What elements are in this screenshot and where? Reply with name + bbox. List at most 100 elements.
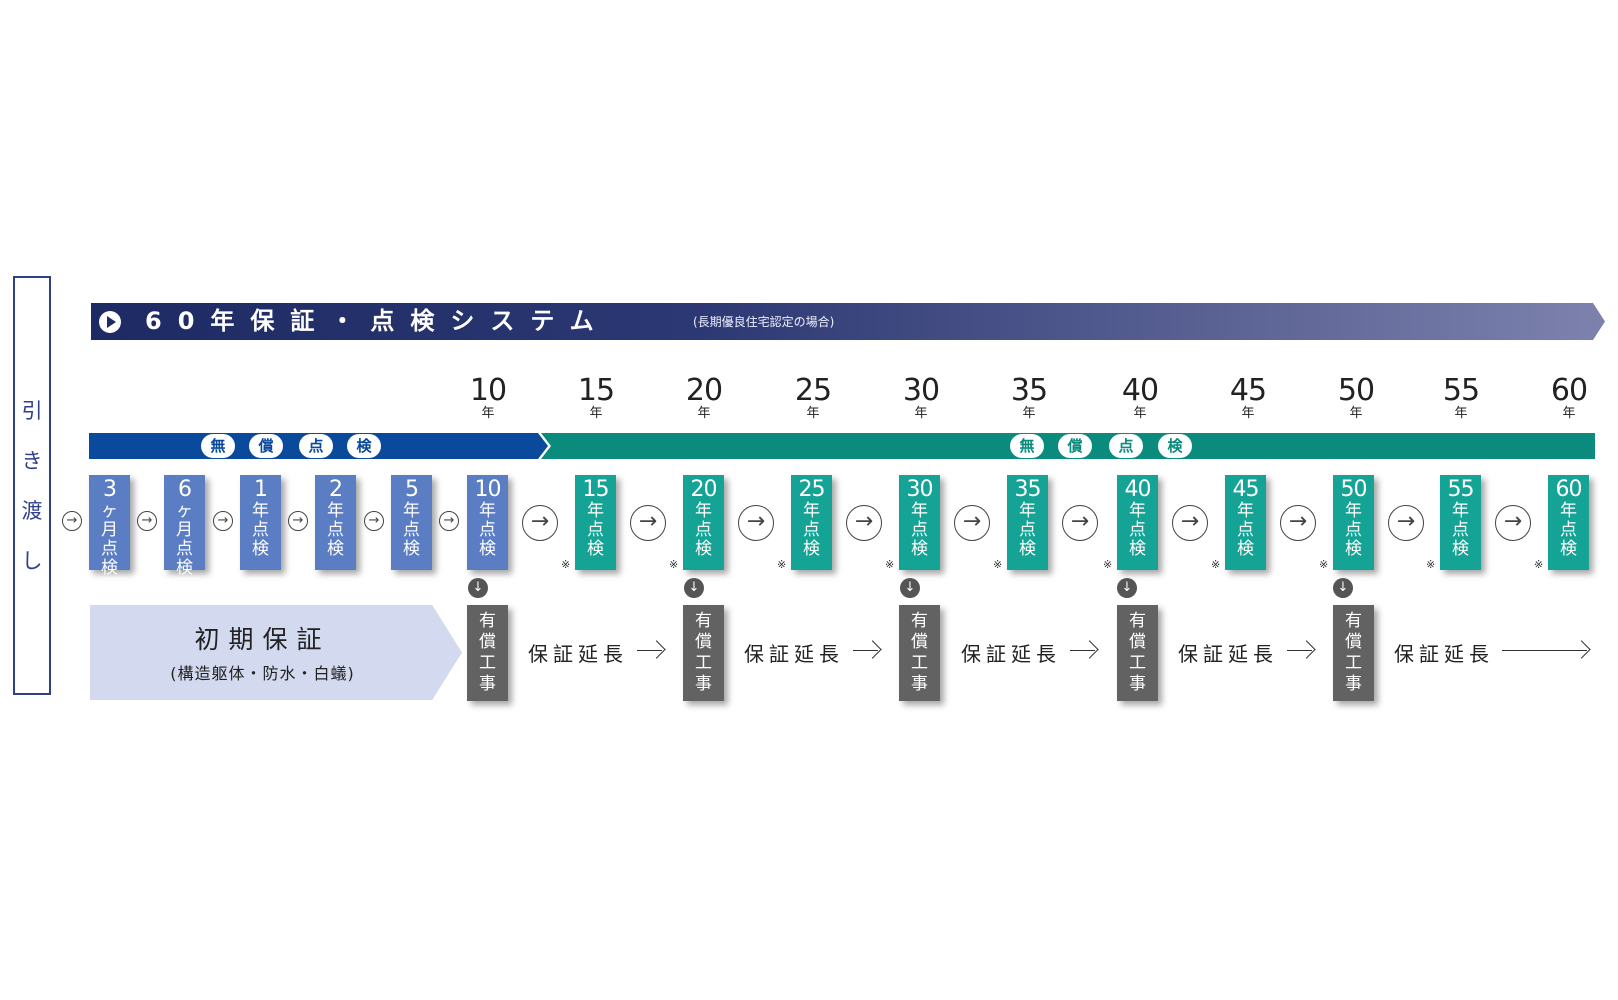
warranty-extension-label: 保証延長: [528, 642, 628, 666]
inspection-number: 20: [690, 477, 718, 502]
year-unit: 年: [1454, 406, 1468, 421]
inspection-char: 検: [587, 539, 604, 559]
paid-work-char: 有: [1129, 611, 1146, 631]
inspection-number: 15: [582, 477, 610, 502]
paid-work-box: 有償工事: [1333, 605, 1374, 701]
year-unit: 年: [806, 406, 820, 421]
year-number: 35: [1010, 373, 1048, 408]
inspection-char: 検: [101, 558, 118, 578]
inspection-char: 検: [695, 539, 712, 559]
arrow-right-icon: →: [954, 505, 990, 541]
inspection-char: 年: [587, 501, 604, 521]
inspection-char: 年: [1237, 501, 1254, 521]
arrow-right-icon: →: [288, 511, 308, 531]
inspection-number: 1: [254, 477, 268, 502]
inspection-char: 点: [1452, 520, 1469, 540]
paid-work-char: 償: [1345, 632, 1362, 652]
inspection-number: 6: [178, 477, 192, 502]
note-asterisk: ※: [993, 558, 1003, 571]
handover-char: き: [21, 448, 43, 473]
extension-arrow-icon: [1502, 650, 1587, 651]
arrow-right-icon: →: [1495, 505, 1531, 541]
note-asterisk: ※: [669, 558, 679, 571]
year-number: 60: [1550, 373, 1588, 408]
paid-work-char: 事: [1345, 674, 1362, 694]
inspection-char: 点: [1560, 520, 1577, 540]
inspection-char: 検: [1345, 539, 1362, 559]
year-number: 25: [794, 373, 832, 408]
title-banner: [91, 303, 1605, 340]
inspection-char: 年: [1560, 501, 1577, 521]
inspection-char: 年: [695, 501, 712, 521]
year-number: 30: [902, 373, 940, 408]
arrow-right-icon: →: [630, 505, 666, 541]
arrow-right-icon: →: [1172, 505, 1208, 541]
free-inspection-pill: 検: [1158, 434, 1192, 458]
year-unit: 年: [1562, 406, 1576, 421]
play-icon: [99, 311, 121, 333]
year-unit: 年: [481, 406, 495, 421]
warranty-extension-label: 保証延長: [961, 642, 1061, 666]
free-inspection-pill: 点: [299, 434, 333, 458]
arrow-right-icon: →: [137, 511, 157, 531]
inspection-char: 検: [1019, 539, 1036, 559]
inspection-char: ヶ: [176, 501, 193, 521]
free-inspection-pill: 償: [1058, 434, 1092, 458]
arrow-down-icon: ↓: [468, 578, 488, 598]
note-asterisk: ※: [1319, 558, 1329, 571]
inspection-number: 60: [1555, 477, 1583, 502]
arrow-down-icon: ↓: [900, 578, 920, 598]
extension-arrow-icon: [853, 650, 878, 651]
inspection-char: 検: [1129, 539, 1146, 559]
year-unit: 年: [914, 406, 928, 421]
note-asterisk: ※: [1103, 558, 1113, 571]
year-unit: 年: [589, 406, 603, 421]
inspection-char: 検: [327, 539, 344, 559]
note-asterisk: ※: [1426, 558, 1436, 571]
extension-arrow-icon: [637, 650, 662, 651]
inspection-char: 検: [252, 539, 269, 559]
year-number: 15: [577, 373, 615, 408]
free-inspection-pill: 点: [1109, 434, 1143, 458]
warranty-extension-label: 保証延長: [1394, 642, 1494, 666]
inspection-char: 年: [803, 501, 820, 521]
inspection-char: 点: [479, 520, 496, 540]
inspection-char: 点: [587, 520, 604, 540]
arrow-down-icon: ↓: [684, 578, 704, 598]
initial-warranty-title: 初期保証: [194, 625, 331, 654]
warranty-extension-label: 保証延長: [1178, 642, 1278, 666]
arrow-right-icon: →: [738, 505, 774, 541]
inspection-number: 2: [329, 477, 343, 502]
year-number: 40: [1121, 373, 1159, 408]
inspection-char: 年: [252, 501, 269, 521]
arrow-right-icon: →: [213, 511, 233, 531]
inspection-char: 点: [327, 520, 344, 540]
inspection-number: 35: [1014, 477, 1042, 502]
arrow-right-icon: →: [846, 505, 882, 541]
initial-warranty-subtitle: (構造躯体・防水・白蟻): [170, 664, 355, 683]
note-asterisk: ※: [1534, 558, 1544, 571]
handover-box: 引き渡し: [13, 276, 51, 695]
inspection-number: 55: [1447, 477, 1475, 502]
inspection-char: 検: [403, 539, 420, 559]
arrow-down-icon: ↓: [1117, 578, 1137, 598]
arrow-right-icon: →: [1062, 505, 1098, 541]
inspection-number: 10: [474, 477, 502, 502]
inspection-char: 年: [479, 501, 496, 521]
inspection-char: 点: [1019, 520, 1036, 540]
paid-work-char: 有: [695, 611, 712, 631]
inspection-char: ヶ: [101, 501, 118, 521]
inspection-number: 25: [798, 477, 826, 502]
